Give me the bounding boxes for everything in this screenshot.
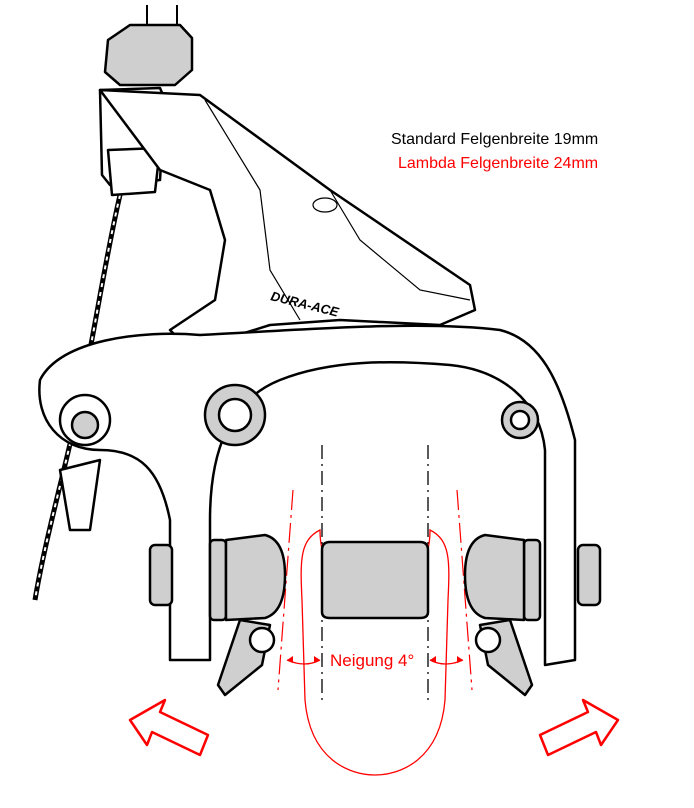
right-brake-pad (463, 533, 602, 697)
caliper-arch (38, 324, 577, 667)
arrow-right-icon (538, 698, 620, 757)
angle-indicators (286, 656, 464, 665)
left-brake-pad (148, 533, 287, 697)
arrow-left-icon (128, 698, 210, 757)
angle-label: Neigung 4° (328, 651, 417, 671)
lambda-rim-width-label: Lambda Felgenbreite 24mm (398, 155, 599, 172)
upper-caliper-arm: DURA-ACE (98, 88, 477, 352)
standard-rim-section (320, 540, 430, 620)
standard-rim-width-label: Standard Felgenbreite 19mm (391, 131, 599, 148)
